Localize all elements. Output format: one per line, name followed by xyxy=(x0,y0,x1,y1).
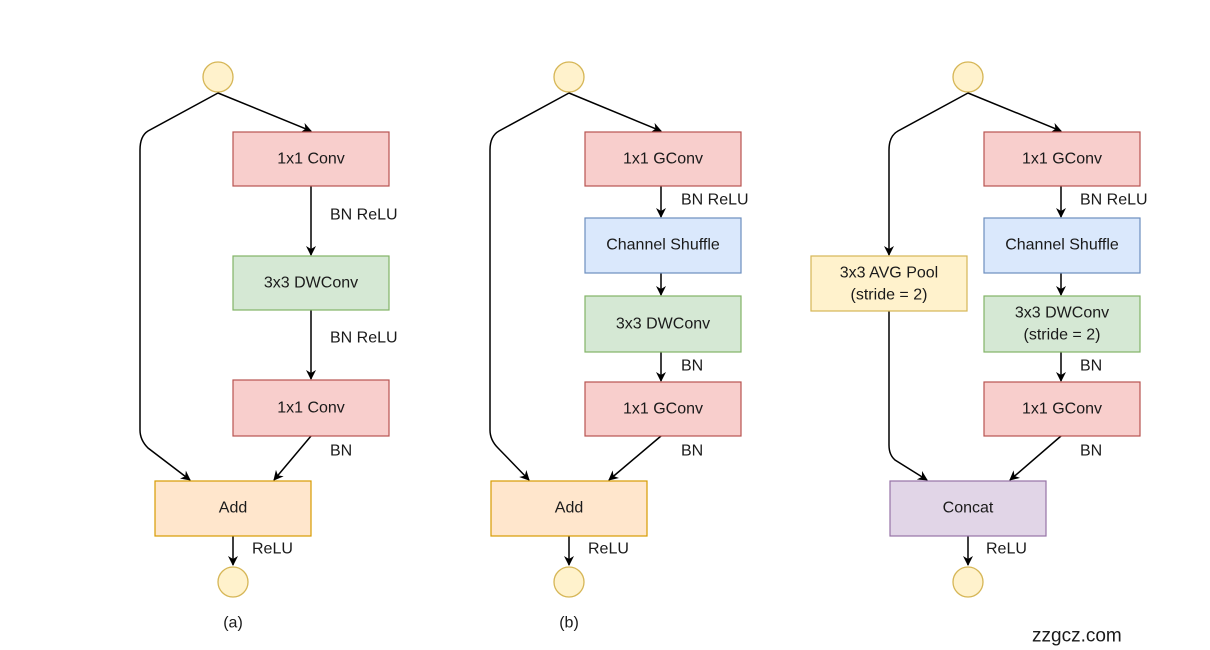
unit-a-edge3-label: BN xyxy=(330,443,352,460)
unit-b-arrow-input-gconv xyxy=(568,92,662,133)
unit-a-edge4-label: ReLU xyxy=(252,541,293,558)
unit-a-dwconv-label: 3x3 DWConv xyxy=(264,275,358,292)
unit-a-arrow-input-conv xyxy=(217,92,312,133)
unit-c-dwconv-block xyxy=(983,295,1141,353)
unit-b-edge1-label: BN ReLU xyxy=(681,192,749,209)
unit-a-conv1-label: 1x1 Conv xyxy=(277,151,345,168)
unit-b-edge4-label: ReLU xyxy=(588,541,629,558)
unit-b-caption: (b) xyxy=(559,615,579,632)
unit-c-gconv1-label: 1x1 GConv xyxy=(1022,151,1102,168)
unit-c-pool-block xyxy=(810,255,968,312)
unit-b-edge2-label: BN xyxy=(681,358,703,375)
unit-c-dwconv-label-line1: 3x3 DWConv xyxy=(1015,305,1109,322)
unit-a-conv2-block xyxy=(232,379,390,437)
unit-b-arrow-gconv-add xyxy=(608,435,662,481)
unit-b-gconv1-block xyxy=(584,131,742,187)
unit-c-gconv1-block xyxy=(983,131,1141,187)
unit-c-edge1-label: BN ReLU xyxy=(1080,192,1148,209)
unit-b-input-node xyxy=(553,61,585,93)
unit-b: 1x1 GConv BN ReLU Channel Shuffle 3x3 DW… xyxy=(489,61,749,632)
unit-b-dwconv-label: 3x3 DWConv xyxy=(616,316,710,333)
unit-b-output-node xyxy=(553,566,585,598)
unit-b-add-block xyxy=(490,480,648,537)
unit-a-add-label: Add xyxy=(219,500,247,517)
unit-a-arrow-conv-add xyxy=(273,435,312,481)
unit-b-add-label: Add xyxy=(555,500,583,517)
unit-a-edge1-label: BN ReLU xyxy=(330,207,398,224)
unit-a-conv1-block xyxy=(232,131,390,187)
unit-c-input-node xyxy=(952,61,984,93)
unit-c-concat-block xyxy=(889,480,1047,537)
unit-a-arrow-skip xyxy=(139,92,219,481)
unit-c: 1x1 GConv BN ReLU Channel Shuffle 3x3 DW… xyxy=(810,61,1148,598)
unit-a-dwconv-block xyxy=(232,255,390,311)
unit-c-gconv2-label: 1x1 GConv xyxy=(1022,401,1102,418)
unit-c-arrow-input-pool xyxy=(884,92,969,256)
unit-b-gconv1-label: 1x1 GConv xyxy=(623,151,703,168)
unit-b-gconv2-block xyxy=(584,381,742,437)
unit-b-dwconv-block xyxy=(584,295,742,353)
unit-b-gconv2-label: 1x1 GConv xyxy=(623,401,703,418)
unit-c-gconv2-block xyxy=(983,381,1141,437)
unit-c-shuffle-block xyxy=(983,217,1141,274)
unit-a: 1x1 Conv BN ReLU 3x3 DWConv BN ReLU 1x1 … xyxy=(139,61,398,632)
unit-c-edge3-label: BN xyxy=(1080,443,1102,460)
unit-b-arrow-skip xyxy=(489,92,570,481)
unit-c-edge2-label: BN xyxy=(1080,358,1102,375)
unit-b-shuffle-label: Channel Shuffle xyxy=(606,237,720,254)
unit-c-concat-label: Concat xyxy=(943,500,994,517)
unit-c-arrow-gconv-concat xyxy=(1009,435,1062,481)
unit-c-shuffle-label: Channel Shuffle xyxy=(1005,237,1119,254)
unit-a-output-node xyxy=(217,566,249,598)
unit-b-edge3-label: BN xyxy=(681,443,703,460)
unit-a-add-block xyxy=(154,480,312,537)
unit-c-pool-label-line1: 3x3 AVG Pool xyxy=(840,265,938,282)
unit-c-pool-label-line2: (stride = 2) xyxy=(851,287,928,304)
unit-c-arrow-pool-concat xyxy=(888,311,928,481)
unit-c-output-node xyxy=(952,566,984,598)
unit-a-input-node xyxy=(202,61,234,93)
unit-a-conv2-label: 1x1 Conv xyxy=(277,400,345,417)
watermark: zzgcz.com xyxy=(1032,626,1122,647)
unit-c-edge4-label: ReLU xyxy=(986,541,1027,558)
unit-a-caption: (a) xyxy=(223,615,243,632)
unit-a-edge2-label: BN ReLU xyxy=(330,330,398,347)
unit-c-arrow-input-gconv xyxy=(967,92,1062,133)
unit-b-shuffle-block xyxy=(584,217,742,274)
unit-c-dwconv-label-line2: (stride = 2) xyxy=(1024,327,1101,344)
